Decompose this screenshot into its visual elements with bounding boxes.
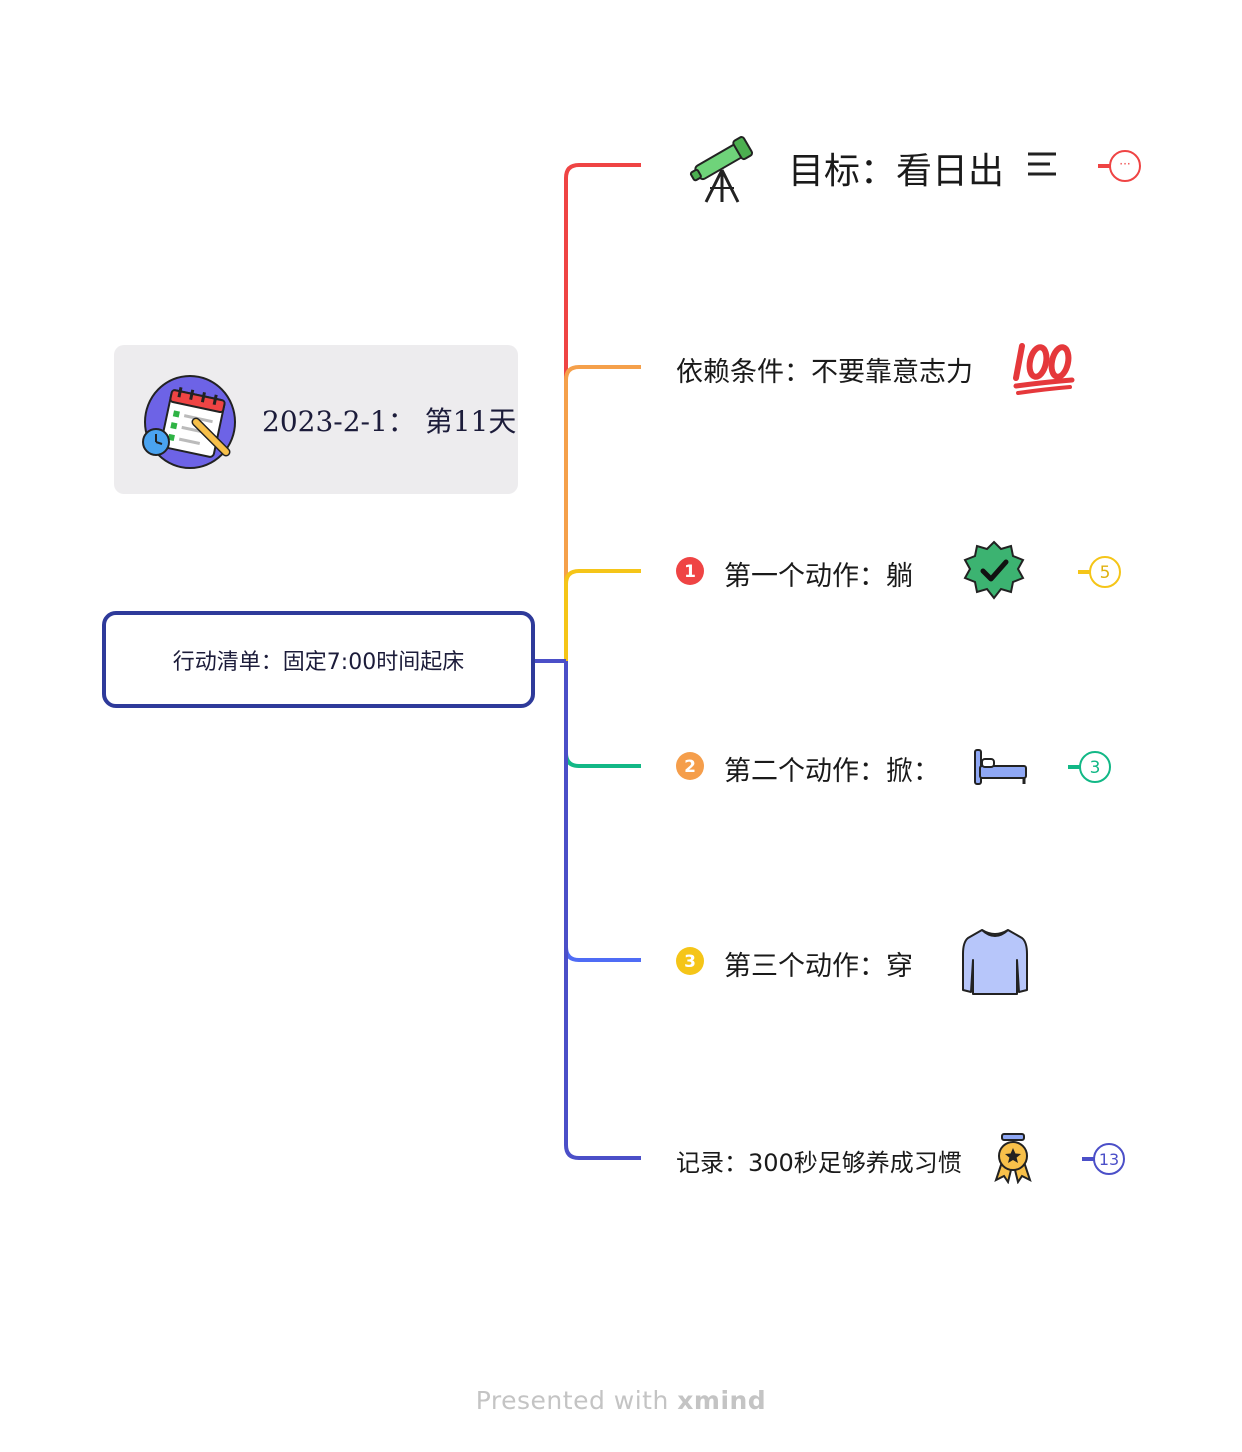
central-topic[interactable]: 行动清单：固定7:00时间起床 bbox=[102, 611, 535, 708]
footer-brand: xmind bbox=[677, 1386, 767, 1415]
collapse-marker-action-1-label: 5 bbox=[1100, 563, 1111, 583]
connector-goal bbox=[564, 163, 641, 661]
connector-dependency bbox=[564, 365, 641, 661]
sweater-icon bbox=[962, 929, 1028, 995]
priority-3-label: 3 bbox=[684, 952, 696, 972]
calendar-checklist-icon bbox=[142, 375, 236, 469]
branch-record-title[interactable]: 记录：300秒足够养成习惯 bbox=[676, 1149, 962, 1177]
branch-action-2-title[interactable]: 第二个动作：掀： bbox=[724, 756, 940, 787]
priority-1-label: 1 bbox=[684, 562, 696, 582]
branch-dependency-title[interactable]: 依赖条件：不要靠意志力 bbox=[676, 357, 973, 388]
collapse-marker-record[interactable]: 13 bbox=[1080, 1141, 1130, 1177]
priority-1-badge[interactable]: 1 bbox=[676, 557, 704, 585]
priority-2-label: 2 bbox=[684, 757, 696, 777]
medal-icon bbox=[994, 1133, 1032, 1184]
verified-check-icon bbox=[963, 540, 1025, 600]
connector-action-3 bbox=[564, 661, 641, 962]
collapse-marker-goal[interactable]: ··· bbox=[1096, 148, 1146, 184]
footer-credit: Presented with xmind bbox=[0, 1386, 1242, 1415]
bed-icon bbox=[974, 749, 1027, 785]
connector-action-2 bbox=[564, 661, 641, 768]
collapse-marker-action-2-label: 3 bbox=[1090, 758, 1101, 778]
branch-action-3-title[interactable]: 第三个动作：穿 bbox=[724, 951, 913, 982]
connector-action-1 bbox=[564, 569, 641, 661]
collapse-marker-action-1[interactable]: 5 bbox=[1076, 554, 1126, 590]
central-topic-title: 行动清单：固定7:00时间起床 bbox=[172, 649, 465, 675]
telescope-icon bbox=[689, 136, 754, 203]
notes-lines-icon[interactable] bbox=[1026, 150, 1060, 180]
branch-goal-title[interactable]: 目标：看日出 bbox=[788, 151, 1005, 192]
hundred-points-icon bbox=[1013, 343, 1075, 395]
priority-3-badge[interactable]: 3 bbox=[676, 947, 704, 975]
connector-record bbox=[564, 661, 641, 1160]
branch-action-1-title[interactable]: 第一个动作：躺 bbox=[724, 561, 913, 592]
floating-topic-title[interactable]: 2023-2-1： 第11天 bbox=[262, 405, 517, 438]
priority-2-badge[interactable]: 2 bbox=[676, 752, 704, 780]
collapse-marker-action-2[interactable]: 3 bbox=[1066, 749, 1116, 785]
footer-prefix: Presented with bbox=[475, 1386, 669, 1415]
collapse-marker-record-label: 13 bbox=[1099, 1150, 1119, 1169]
collapse-marker-goal-label: ··· bbox=[1119, 157, 1130, 171]
